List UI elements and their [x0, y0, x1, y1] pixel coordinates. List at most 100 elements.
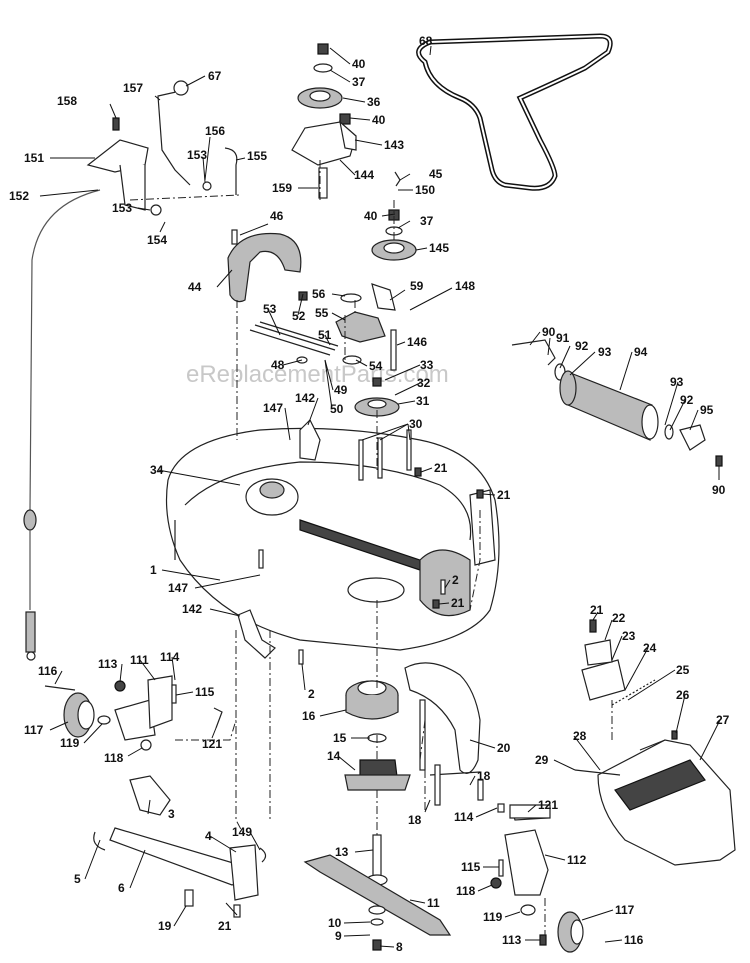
callout-2: 2 — [452, 573, 459, 587]
callout-115: 115 — [195, 685, 215, 699]
callout-28: 28 — [573, 729, 587, 743]
callout-48: 48 — [271, 358, 285, 372]
deck-lift-handle-assembly — [86, 80, 238, 216]
callout-116: 116 — [38, 664, 58, 678]
callout-143: 143 — [384, 138, 404, 152]
callout-40: 40 — [372, 113, 386, 127]
callout-21: 21 — [451, 596, 465, 610]
callout-27: 27 — [716, 713, 730, 727]
callout-155: 155 — [247, 149, 267, 163]
alignment-lines — [129, 160, 613, 935]
callout-56: 56 — [312, 287, 326, 301]
callout-14: 14 — [327, 749, 341, 763]
callout-9: 9 — [335, 929, 342, 943]
callout-31: 31 — [416, 394, 430, 408]
callout-150: 150 — [415, 183, 435, 197]
deck-roller-assembly — [511, 339, 723, 467]
spindle-assembly — [344, 680, 411, 886]
callout-54: 54 — [369, 359, 383, 373]
leader-lines — [39, 45, 721, 948]
callout-149: 149 — [232, 825, 252, 839]
callout-26: 26 — [676, 688, 690, 702]
callout-117: 117 — [24, 723, 44, 737]
callout-30: 30 — [409, 417, 423, 431]
callout-92: 92 — [680, 393, 694, 407]
idler-pulley-assembly-upper — [291, 43, 357, 199]
callout-25: 25 — [676, 663, 690, 677]
callout-52: 52 — [292, 309, 306, 323]
callout-labels: 68 40 37 36 40 143 144 45 150 159 40 37 … — [9, 34, 730, 954]
callout-119: 119 — [60, 736, 80, 750]
callout-53: 53 — [263, 302, 277, 316]
callout-24: 24 — [643, 641, 657, 655]
callout-68: 68 — [419, 34, 433, 48]
callout-91: 91 — [556, 331, 570, 345]
callout-90: 90 — [542, 325, 556, 339]
callout-2: 2 — [308, 687, 315, 701]
idler-spring — [249, 321, 339, 356]
callout-13: 13 — [335, 845, 349, 859]
callout-8: 8 — [396, 940, 403, 954]
callout-156: 156 — [205, 124, 225, 138]
callout-117: 117 — [615, 903, 635, 917]
callout-37: 37 — [420, 214, 434, 228]
callout-21: 21 — [497, 488, 511, 502]
callout-112: 112 — [567, 853, 587, 867]
callout-145: 145 — [429, 241, 449, 255]
callout-152: 152 — [9, 189, 29, 203]
callout-118: 118 — [456, 884, 476, 898]
callout-46: 46 — [270, 209, 284, 223]
callout-147: 147 — [263, 401, 283, 415]
deck-lift-cable — [23, 189, 101, 661]
callout-51: 51 — [318, 328, 332, 342]
callout-34: 34 — [150, 463, 164, 477]
gauge-wheel-right — [490, 804, 584, 953]
callout-146: 146 — [407, 335, 427, 349]
callout-142: 142 — [295, 391, 315, 405]
callout-121: 121 — [202, 737, 222, 751]
callout-144: 144 — [354, 168, 374, 182]
gauge-wheel-left — [44, 675, 223, 751]
callout-114: 114 — [454, 810, 474, 824]
callout-154: 154 — [147, 233, 167, 247]
callout-10: 10 — [328, 916, 342, 930]
callout-113: 113 — [98, 657, 118, 671]
callout-116: 116 — [624, 933, 644, 947]
callout-20: 20 — [497, 741, 511, 755]
callout-5: 5 — [74, 872, 81, 886]
callout-148: 148 — [455, 279, 475, 293]
callout-21: 21 — [590, 603, 604, 617]
center-pulley-assembly — [335, 283, 400, 417]
callout-32: 32 — [417, 376, 431, 390]
callout-23: 23 — [622, 629, 636, 643]
callout-18: 18 — [408, 813, 422, 827]
callout-40: 40 — [352, 57, 366, 71]
callout-67: 67 — [208, 69, 222, 83]
callout-119: 119 — [483, 910, 503, 924]
callout-113: 113 — [502, 933, 522, 947]
callout-157: 157 — [123, 81, 143, 95]
callout-4: 4 — [205, 829, 212, 843]
callout-114: 114 — [160, 650, 180, 664]
callout-3: 3 — [168, 807, 175, 821]
bracket-121 — [509, 804, 551, 819]
callout-50: 50 — [330, 402, 344, 416]
deck-baffle — [404, 662, 481, 776]
callout-121: 121 — [538, 798, 558, 812]
callout-40: 40 — [364, 209, 378, 223]
callout-49: 49 — [334, 383, 348, 397]
callout-15: 15 — [333, 731, 347, 745]
callout-44: 44 — [188, 280, 202, 294]
callout-22: 22 — [612, 611, 626, 625]
callout-11: 11 — [427, 896, 440, 910]
callout-19: 19 — [158, 919, 172, 933]
callout-111: 111 — [130, 653, 149, 667]
callout-159: 159 — [272, 181, 292, 195]
deck-bolts — [298, 579, 484, 806]
belt-guard — [227, 232, 302, 303]
chute-hinge-assembly — [574, 639, 656, 776]
callout-1: 1 — [150, 563, 157, 577]
callout-36: 36 — [367, 95, 381, 109]
callout-18: 18 — [477, 769, 491, 783]
